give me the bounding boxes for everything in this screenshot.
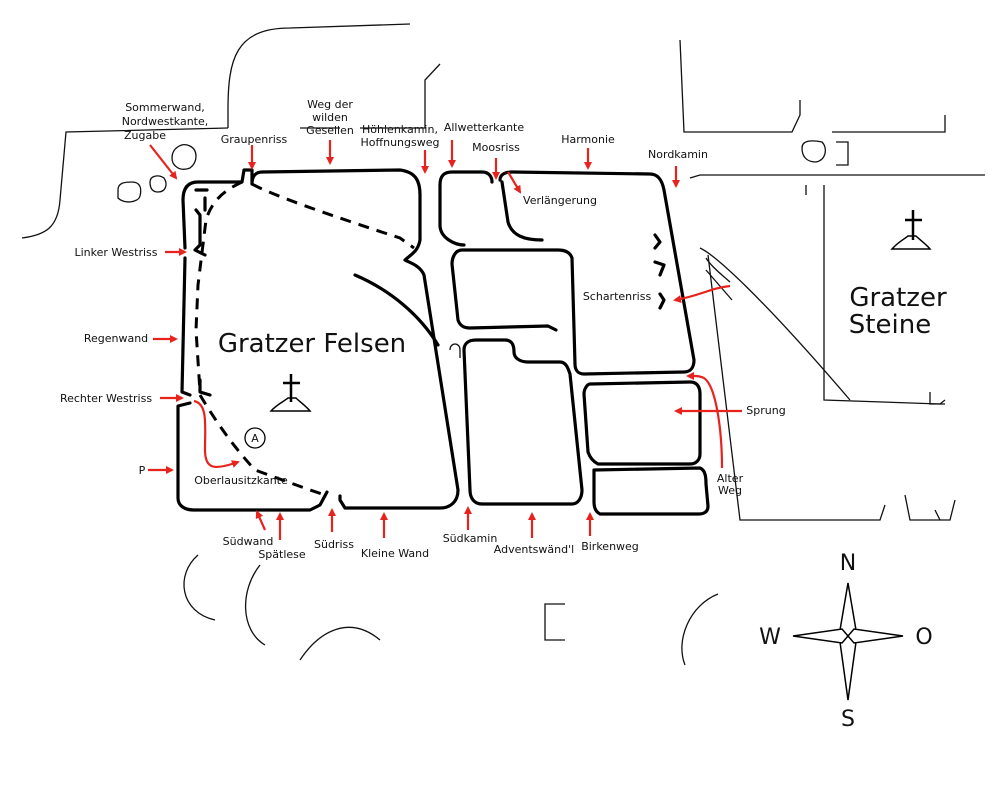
label-harmonie: Harmonie bbox=[561, 133, 615, 146]
label-sommerwand-1: Sommerwand, bbox=[125, 101, 205, 114]
label-weg-3: Gesellen bbox=[306, 124, 354, 137]
label-allwetterkante: Allwetterkante bbox=[444, 121, 525, 134]
arrow-schartenriss bbox=[673, 284, 731, 304]
label-rechter-westriss: Rechter Westriss bbox=[60, 392, 152, 405]
label-alter-1: Alter bbox=[717, 472, 744, 485]
arrow-oberlausitzkante bbox=[193, 399, 240, 469]
rock-outlines bbox=[176, 168, 710, 516]
label-nordkamin: Nordkamin bbox=[648, 148, 708, 161]
summit-cross-felsen bbox=[269, 374, 312, 412]
arrow-suedwand bbox=[255, 510, 267, 531]
label-moosriss: Moosriss bbox=[472, 141, 520, 154]
label-suedwand: Südwand bbox=[223, 535, 274, 548]
label-sommerwand-3: Zugabe bbox=[124, 129, 166, 142]
compass-north: N bbox=[840, 551, 856, 576]
compass-south: S bbox=[841, 707, 855, 732]
label-sprung: Sprung bbox=[746, 404, 785, 417]
marker-a: A bbox=[244, 427, 266, 449]
boulders bbox=[117, 140, 827, 203]
label-linker-westriss: Linker Westriss bbox=[74, 246, 157, 259]
label-birkenweg: Birkenweg bbox=[581, 540, 639, 553]
label-verlaengerung: Verlängerung bbox=[523, 194, 597, 207]
summit-cross-steine bbox=[890, 210, 932, 250]
dashed-trails bbox=[194, 180, 415, 497]
terrain-lines bbox=[21, 23, 985, 666]
title-gratzer-steine-2: Steine bbox=[849, 310, 931, 340]
label-weg-2: wilden bbox=[312, 111, 348, 124]
label-hoehlenkamin-1: Höhlenkamin, bbox=[362, 123, 438, 136]
label-graupenriss: Graupenriss bbox=[221, 133, 288, 146]
label-suedkamin: Südkamin bbox=[443, 532, 498, 545]
label-adventswaendl: Adventswänd'l bbox=[494, 543, 574, 556]
compass-rose: N S W O bbox=[759, 551, 933, 732]
label-kleine-wand: Kleine Wand bbox=[361, 547, 429, 560]
label-suedriss: Südriss bbox=[314, 538, 354, 551]
label-spaetlese: Spätlese bbox=[258, 548, 306, 561]
arrow-sommerwand bbox=[149, 144, 178, 180]
title-gratzer-felsen: Gratzer Felsen bbox=[218, 329, 406, 359]
compass-west: W bbox=[759, 625, 781, 650]
marker-a-label: A bbox=[251, 432, 259, 445]
label-alter-2: Weg bbox=[718, 484, 742, 497]
route-arrows bbox=[148, 140, 742, 540]
arrow-alter-weg bbox=[686, 371, 724, 469]
compass-east: O bbox=[915, 625, 932, 650]
route-labels: Sommerwand, Nordwestkante, Zugabe Graupe… bbox=[60, 98, 786, 561]
title-gratzer-steine-1: Gratzer bbox=[849, 283, 947, 313]
label-p: P bbox=[139, 464, 146, 477]
label-regenwand: Regenwand bbox=[84, 332, 148, 345]
label-schartenriss: Schartenriss bbox=[583, 290, 652, 303]
arrow-verlaengerung bbox=[507, 171, 522, 194]
label-oberlausitzkante: Oberlausitzkante bbox=[194, 474, 288, 487]
label-weg-1: Weg der bbox=[307, 98, 353, 111]
label-sommerwand-2: Nordwestkante, bbox=[122, 115, 209, 128]
label-hoehlenkamin-2: Hoffnungsweg bbox=[361, 136, 440, 149]
